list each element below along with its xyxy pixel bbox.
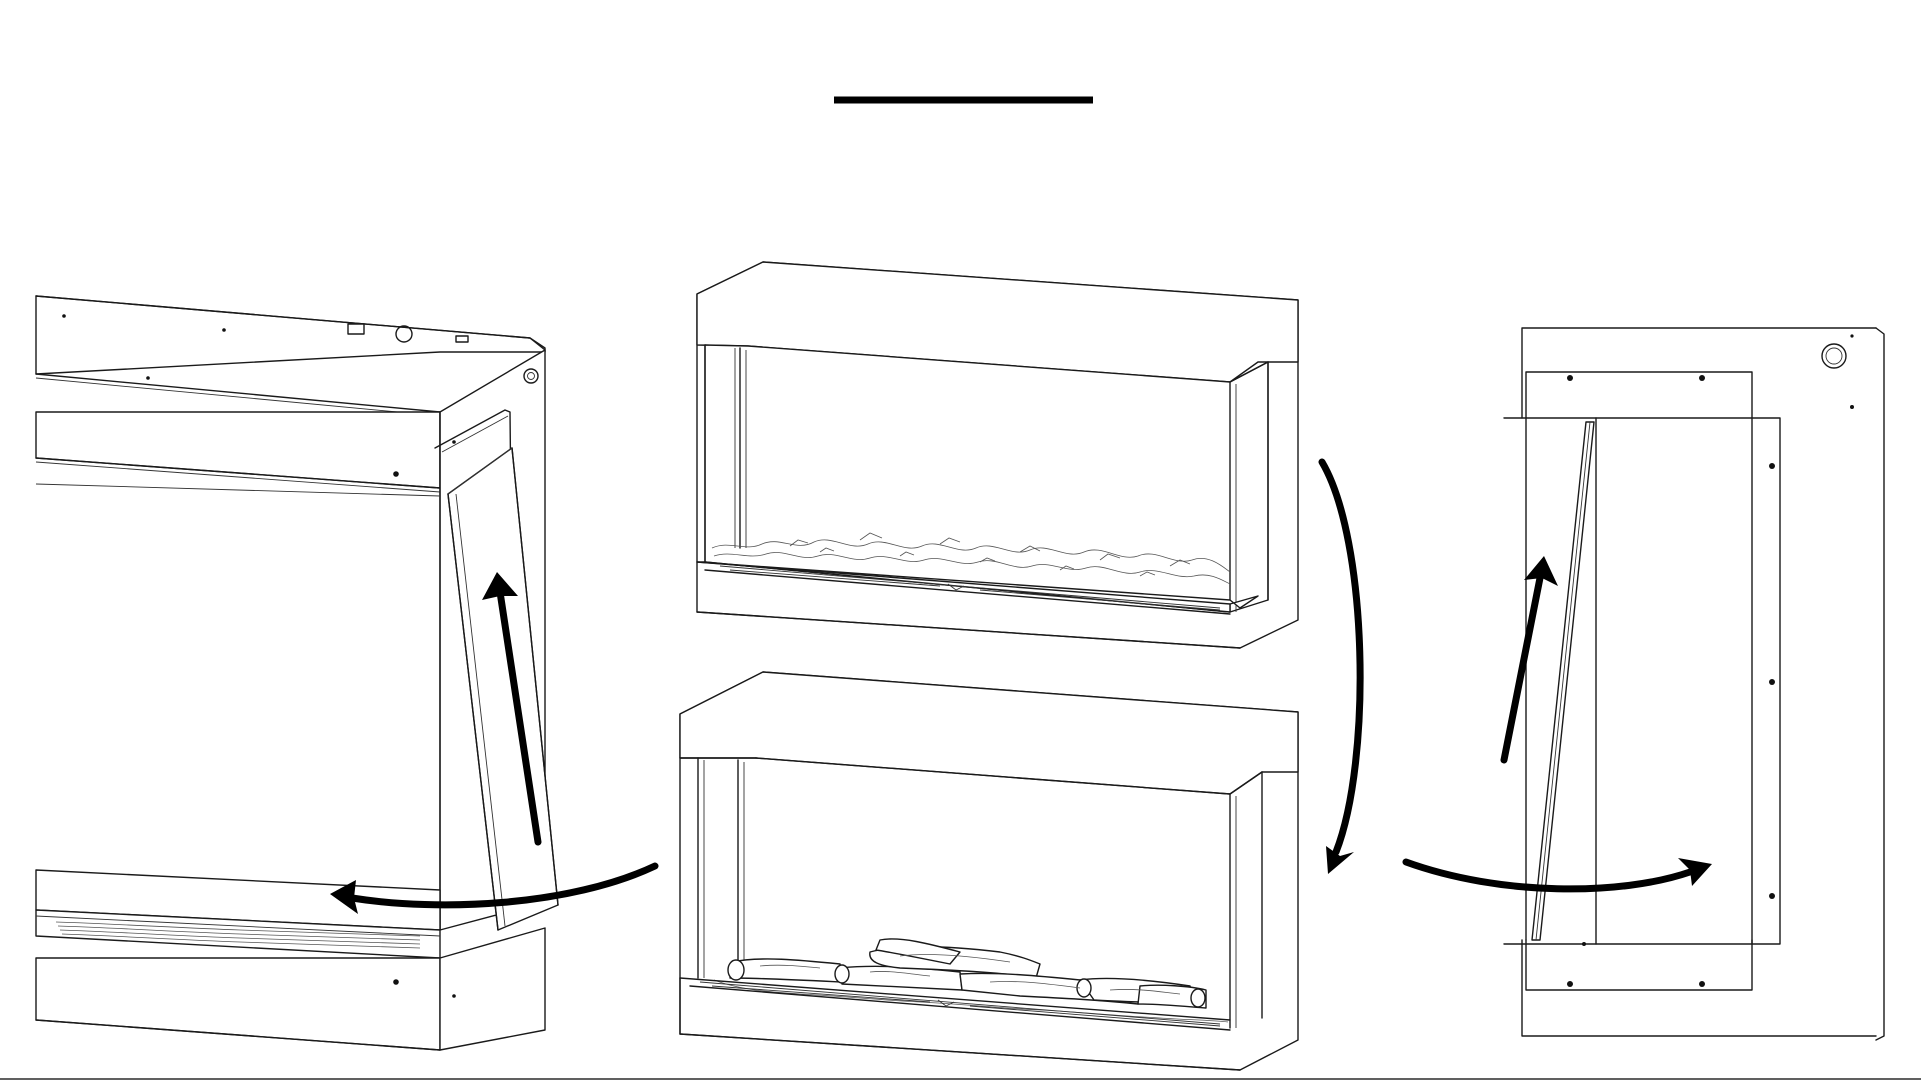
- right-up-arrow: [1504, 556, 1558, 760]
- center-curved-arrow: [1322, 462, 1360, 874]
- top-center-view: [697, 262, 1298, 648]
- left-angled-view: [36, 296, 558, 1050]
- bottom-center-view: [680, 672, 1298, 1070]
- right-side-view: [1504, 328, 1884, 1040]
- right-curved-arrow: [1406, 858, 1712, 889]
